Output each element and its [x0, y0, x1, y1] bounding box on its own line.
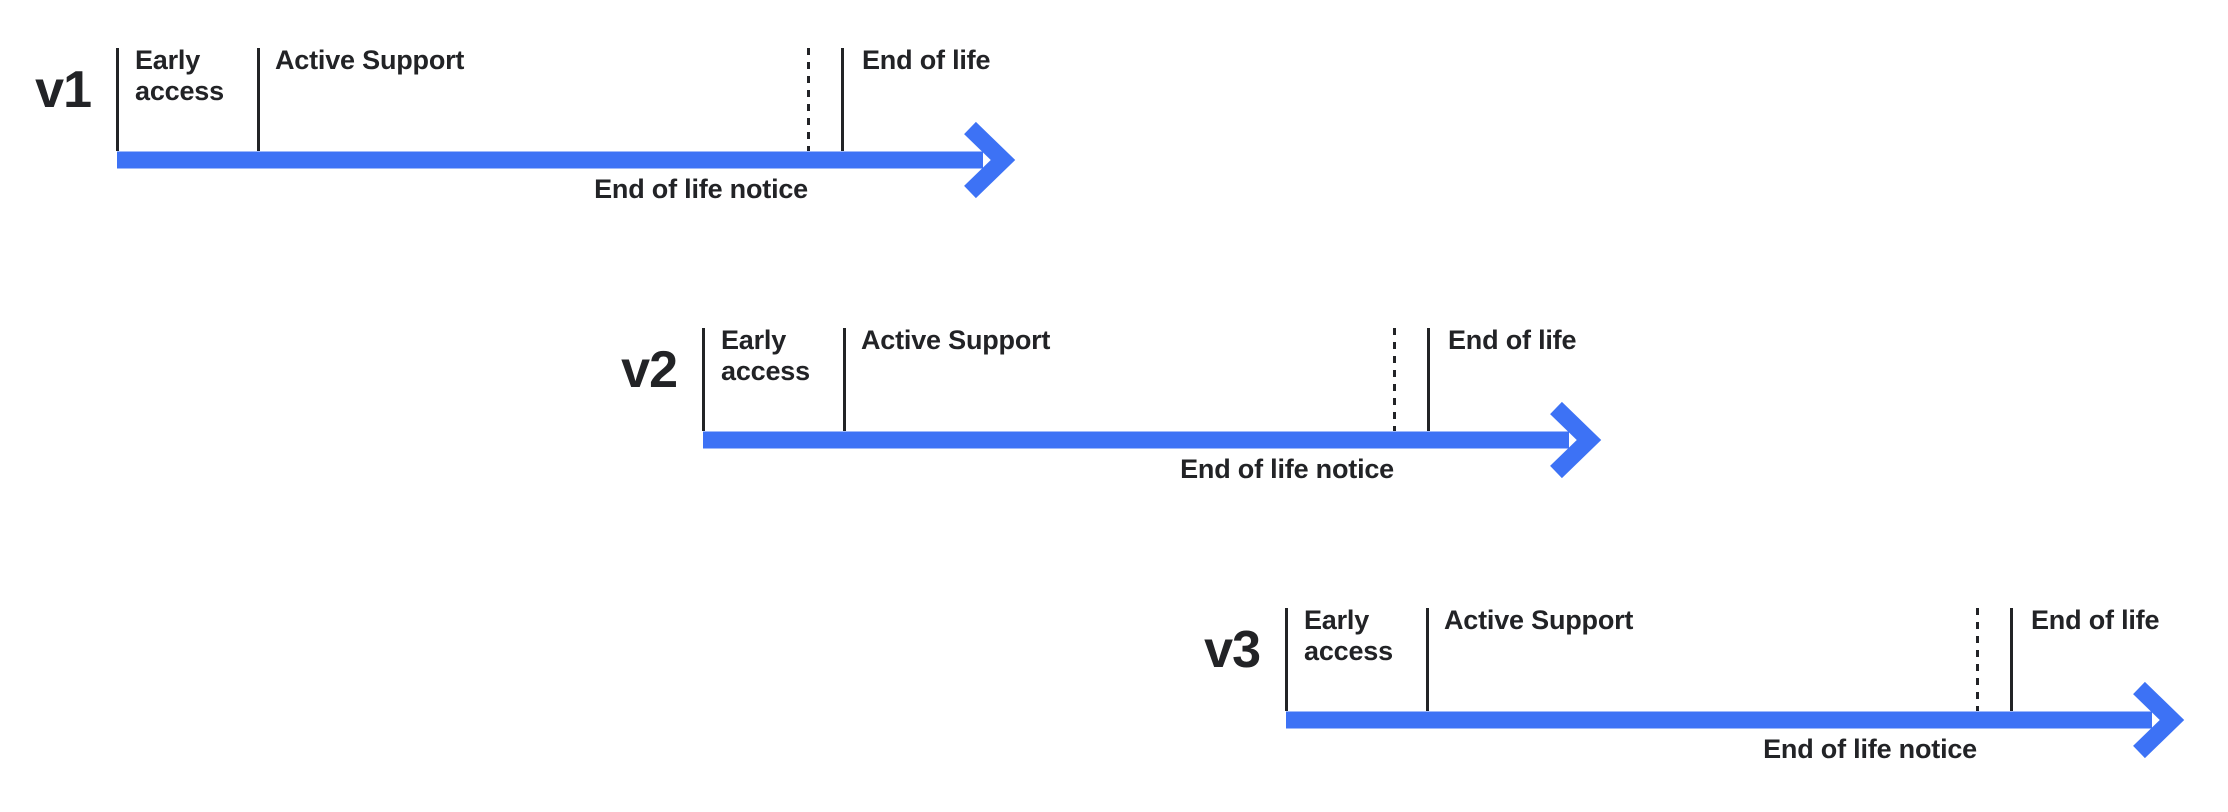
- version-label: v1: [35, 61, 92, 119]
- active-support-label: Active Support: [861, 325, 1051, 355]
- early-access-label: Early access: [721, 325, 810, 386]
- end-of-life-tick: [2010, 608, 2013, 711]
- end-of-life-notice-dashed-line: [1976, 608, 1979, 711]
- version-label: v3: [1204, 621, 1261, 679]
- end-of-life-tick: [1427, 328, 1430, 431]
- timeline-arrow: [117, 121, 1016, 199]
- end-of-life-notice-label: End of life notice: [1180, 454, 1394, 484]
- timeline-arrow: [1286, 681, 2185, 759]
- version-label: v2: [621, 341, 678, 399]
- active-support-label: Active Support: [1444, 605, 1634, 635]
- early-access-label: Early access: [1304, 605, 1393, 666]
- end-of-life-label: End of life: [862, 45, 991, 75]
- arrow-head-icon: [964, 121, 1016, 199]
- active-support-label: Active Support: [275, 45, 465, 75]
- active-support-start-tick: [1426, 608, 1429, 711]
- active-support-start-tick: [257, 48, 260, 151]
- end-of-life-notice-label: End of life notice: [1763, 734, 1977, 764]
- end-of-life-notice-dashed-line: [807, 48, 810, 151]
- early-access-label: Early access: [135, 45, 224, 106]
- arrow-head-icon: [1550, 401, 1602, 479]
- early-access-start-tick: [116, 48, 119, 151]
- end-of-life-notice-dashed-line: [1393, 328, 1396, 431]
- timeline-arrow: [703, 401, 1602, 479]
- arrow-head-icon: [2133, 681, 2185, 759]
- early-access-start-tick: [1285, 608, 1288, 711]
- end-of-life-label: End of life: [2031, 605, 2160, 635]
- active-support-start-tick: [843, 328, 846, 431]
- end-of-life-label: End of life: [1448, 325, 1577, 355]
- end-of-life-tick: [841, 48, 844, 151]
- end-of-life-notice-label: End of life notice: [594, 174, 808, 204]
- early-access-start-tick: [702, 328, 705, 431]
